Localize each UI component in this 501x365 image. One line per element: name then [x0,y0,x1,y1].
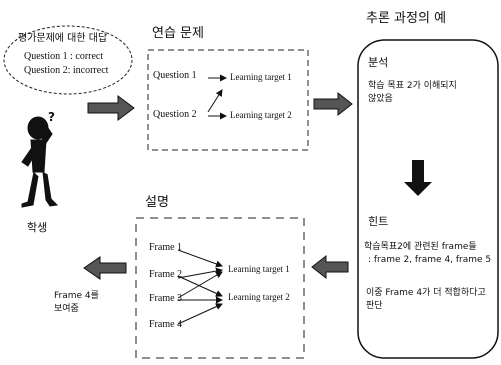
question-mark-icon: ? [48,110,55,124]
analysis-text-1: 학습 목표 2가 이해되지 [368,81,457,91]
analysis-title: 분석 [368,56,389,69]
explanation-title: 설명 [145,195,169,210]
frame2-arrow-a [177,275,223,297]
eval-answer-1: Question 1 : correct [24,51,104,62]
frame3-arrow-a [177,271,223,299]
hint-text-2: : frame 2, frame 4, frame 5 [368,255,492,265]
frame-4: Frame 4 [149,319,183,330]
arrow-to-practice [87,95,135,121]
inference-box [357,39,499,359]
inference-title: 추론 과정의 예 [366,11,447,26]
student-label: 학생 [27,221,48,234]
judge-text-1: 이중 Frame 4가 더 적합하다고 [366,288,486,298]
arrow-to-inference [313,91,353,117]
arrow-to-result [83,256,127,280]
result-label-2: 보여줌 [54,304,79,314]
result-label-1: Frame 4를 [54,291,99,301]
hint-title: 힌트 [368,215,389,228]
frame-1: Frame 1 [149,242,183,253]
explanation-target-2: Learning target 2 [228,292,290,302]
frame-2: Frame 2 [149,269,183,280]
analysis-text-2: 않았음 [368,94,393,104]
judge-text-2: 판단 [366,301,383,311]
practice-question-1: Question 1 [153,70,197,81]
student-figure-icon [21,116,59,208]
practice-q2-cross-arrow [207,89,223,113]
frame4-arrow [177,303,223,325]
frame1-arrow [177,249,223,268]
frame2-arrow-b [177,267,223,279]
eval-bubble [3,25,133,95]
arrow-down [404,160,432,196]
arrow-to-explanation [311,254,349,280]
eval-bubble-title: 평가문제에 대한 대답 [18,33,108,44]
practice-target-1: Learning target 1 [230,72,292,82]
practice-title: 연습 문제 [152,26,204,41]
explanation-box [135,217,305,359]
frame-3: Frame 3 [149,293,183,304]
hint-text-1: 학습목표2에 관련된 frame들 [364,242,477,252]
eval-answer-2: Question 2: incorrect [24,65,109,76]
practice-box [147,49,309,151]
practice-target-2: Learning target 2 [230,110,292,120]
explanation-target-1: Learning target 1 [228,264,290,274]
practice-question-2: Question 2 [153,109,197,120]
